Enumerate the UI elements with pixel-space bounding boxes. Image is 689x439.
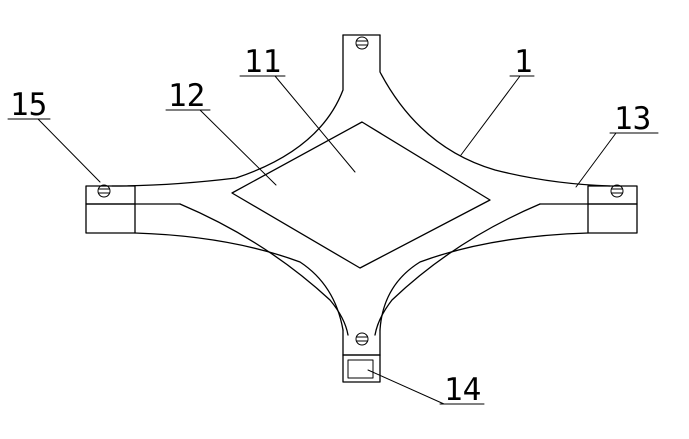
right-tab-block [587, 203, 638, 234]
leader-14 [367, 369, 445, 405]
top-arm-left-edge [111, 34, 344, 187]
callout-12: 12 [168, 78, 205, 114]
callout-11: 11 [244, 44, 281, 80]
callout-14: 14 [444, 372, 481, 408]
leader-13 [575, 132, 617, 188]
opening-step-1 [242, 128, 480, 199]
callout-15: 15 [10, 87, 47, 123]
leader-15 [37, 118, 101, 183]
top-bolt-icon [355, 36, 369, 50]
opening-step-3 [256, 142, 466, 203]
left-tab-block [85, 203, 136, 234]
leader-1 [460, 75, 521, 156]
callout-13: 13 [614, 101, 651, 137]
bottom-arm-front [342, 354, 381, 383]
top-arm-right-edge [379, 34, 611, 187]
central-opening [231, 121, 491, 269]
right-bolt-icon [610, 184, 624, 198]
opening-step-4 [262, 148, 460, 206]
bottom-arm-right-edge [379, 232, 589, 331]
right-arm-inner-curve [374, 203, 541, 336]
bottom-bolt-icon [355, 332, 369, 346]
leader-11 [274, 75, 356, 173]
bottom-arm-left-edge [134, 232, 344, 331]
frame-body [85, 34, 638, 383]
callout-1: 1 [514, 44, 533, 80]
callout-labels: 1 11 12 13 14 15 [10, 44, 651, 408]
leader-lines [7, 75, 659, 405]
opening-outer-rim [231, 121, 491, 269]
bottom-square-opening [347, 359, 374, 379]
left-arm-inner-curve [179, 203, 349, 336]
left-bolt-icon [97, 184, 111, 198]
left-tab-top [85, 185, 136, 205]
leader-12 [199, 109, 277, 186]
bolts [97, 36, 624, 346]
